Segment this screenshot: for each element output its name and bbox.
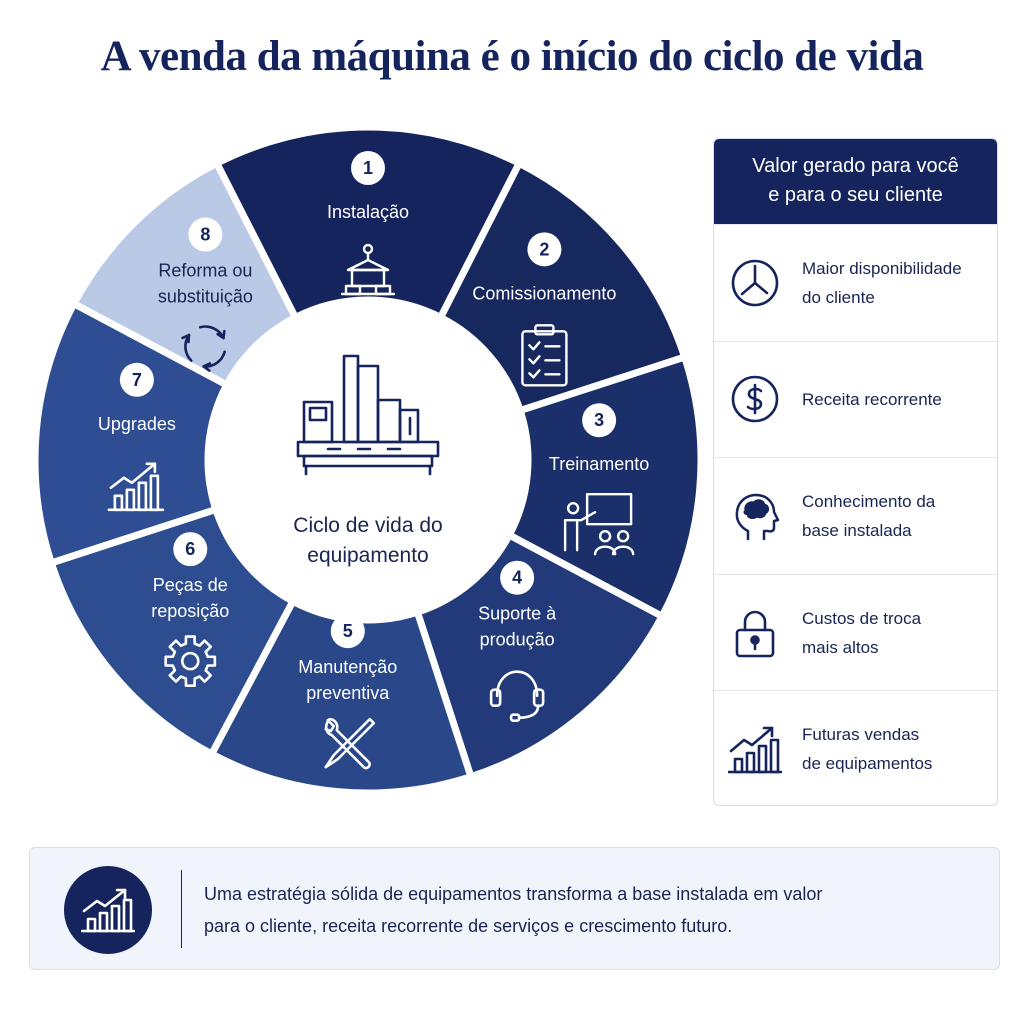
segment-shape — [437, 159, 689, 415]
value-item-text: Receita recorrente — [802, 389, 942, 409]
stage-number: 3 — [594, 410, 604, 430]
stage-number: 8 — [200, 225, 210, 245]
stage-number-badge — [119, 362, 154, 397]
growth-chart-icon — [107, 462, 165, 512]
value-item-text: mais altos — [802, 637, 879, 657]
head-brain-icon — [728, 489, 782, 543]
clock-icon — [728, 256, 782, 310]
value-item-text: Futuras vendas — [802, 725, 920, 745]
value-item-switching-costs: Custos de troca mais altos — [714, 573, 997, 691]
stage-label: Reforma ou — [158, 261, 252, 281]
trainer-presentation-icon — [563, 493, 635, 556]
footer-callout: Uma estratégia sólida de equipamentos tr… — [29, 847, 1000, 970]
stage-number: 6 — [185, 539, 195, 559]
stage-label: Peças de — [153, 575, 228, 595]
value-header-line-2: e para o seu cliente — [768, 184, 943, 206]
value-item-text: Maior disponibilidade — [802, 258, 962, 278]
stage-number: 4 — [512, 568, 522, 588]
stage-number-badge — [582, 403, 617, 438]
stage-number-badge — [351, 151, 385, 185]
stage-number: 5 — [343, 621, 353, 641]
refresh-cycle-icon — [181, 325, 226, 372]
value-item-installed-base: Conhecimento da base instalada — [714, 457, 997, 574]
dollar-icon — [728, 372, 782, 426]
page-title: A venda da máquina é o início do ciclo d… — [100, 33, 924, 80]
stage-number: 2 — [539, 239, 549, 259]
stage-number-badge — [188, 217, 223, 252]
wrench-screwdriver-icon — [324, 717, 376, 770]
value-panel-header: Valor gerado para você e para o seu clie… — [714, 139, 997, 224]
segment-shape — [413, 531, 666, 781]
stage-number: 7 — [132, 370, 142, 390]
stage-number-badge — [173, 532, 208, 567]
stage-label: preventiva — [306, 683, 390, 703]
gear-icon — [164, 635, 217, 688]
segment-shape — [70, 159, 299, 389]
headset-icon — [489, 670, 545, 723]
footer-line-1: Uma estratégia sólida de equipamentos tr… — [204, 884, 823, 904]
segment-shape — [208, 597, 475, 797]
installation-crane-icon — [340, 243, 396, 302]
footer-line-2: para o cliente, receita recorrente de se… — [204, 916, 733, 936]
value-item-text: de equipamentos — [802, 754, 933, 774]
value-item-availability: Maior disponibilidade do cliente — [714, 224, 997, 341]
footer-divider — [181, 870, 182, 948]
lifecycle-wheel: 1Instalação2Comissionamento3Treinamento4… — [31, 123, 705, 797]
stage-label: Instalação — [327, 202, 409, 222]
value-item-future-sales: Futuras vendas de equipamentos — [714, 690, 997, 805]
value-item-text: do cliente — [802, 287, 875, 307]
value-panel: Valor gerado para você e para o seu clie… — [713, 138, 998, 806]
stage-label: produção — [480, 630, 555, 650]
segment-shape — [31, 300, 231, 567]
value-item-recurring-revenue: Receita recorrente — [714, 340, 997, 458]
value-item-text: base instalada — [802, 520, 912, 540]
segment-shape — [213, 123, 523, 321]
wheel-center: Ciclo de vida do equipamento — [212, 304, 524, 616]
stage-number-badge — [330, 614, 365, 649]
growth-chart-icon — [728, 722, 782, 776]
padlock-icon — [728, 606, 782, 660]
center-label: equipamento — [307, 544, 428, 567]
stage-label: Upgrades — [98, 414, 176, 434]
segment-shape — [505, 353, 705, 620]
stage-label: Treinamento — [549, 454, 649, 474]
center-label: Ciclo de vida do — [293, 514, 442, 537]
machine-icon — [296, 354, 440, 476]
clipboard-checklist-icon — [521, 324, 568, 387]
segment-shape — [47, 505, 297, 758]
value-header-line-1: Valor gerado para você — [752, 155, 959, 177]
value-item-text: Conhecimento da — [802, 491, 936, 511]
stage-label: Manutenção — [298, 657, 397, 677]
growth-chart-icon — [64, 866, 152, 954]
stage-number: 1 — [363, 158, 373, 178]
value-item-text: Custos de troca — [802, 608, 922, 628]
stage-label: substituição — [158, 287, 253, 307]
stage-number-badge — [500, 560, 535, 595]
stage-label: Comissionamento — [472, 283, 616, 303]
stage-number-badge — [527, 232, 562, 267]
footer-text: Uma estratégia sólida de equipamentos tr… — [204, 878, 964, 942]
stage-label: reposição — [151, 601, 229, 621]
stage-label: Suporte à — [478, 604, 557, 624]
